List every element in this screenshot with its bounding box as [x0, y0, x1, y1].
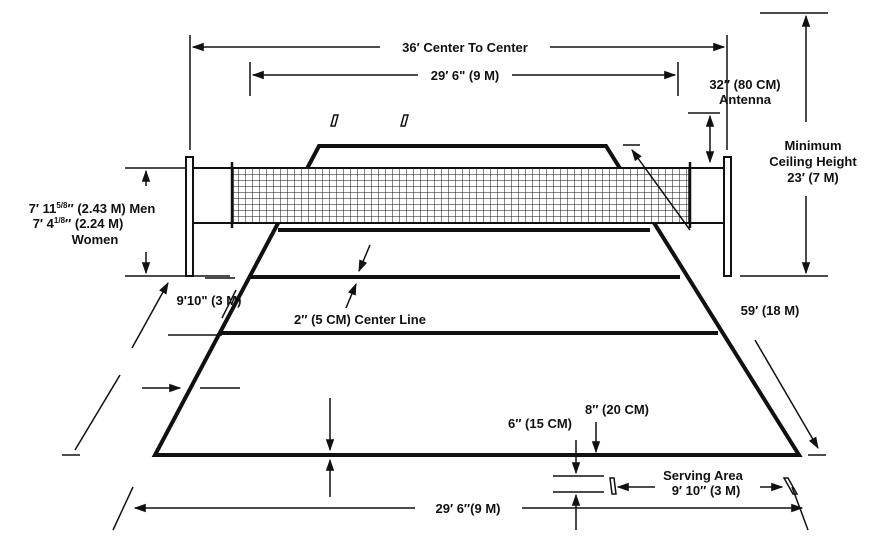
court-length-label: 59′ (18 M)	[741, 303, 800, 318]
antenna-size-label: 32″ (80 CM)	[709, 77, 780, 92]
antenna-label: Antenna	[719, 92, 772, 107]
court-width-bottom-label: 29′ 6″(9 M)	[436, 501, 501, 516]
service-line-width-label: 8″ (20 CM)	[585, 402, 649, 417]
net-mesh	[232, 167, 690, 224]
center-line-dim-upper	[358, 244, 371, 273]
right-post	[723, 156, 732, 277]
ceiling-label-line3: 23′ (7 M)	[787, 170, 839, 185]
net-marker-left	[330, 114, 339, 127]
labels: 36′ Center To Center 29′ 6" (9 M) 32″ (8…	[29, 40, 858, 516]
net-height-women-word: Women	[72, 232, 119, 247]
center-line-dim-lower	[345, 282, 357, 309]
court	[151, 144, 803, 457]
center-line-label: 2″ (5 CM) Center Line	[294, 312, 426, 327]
left-post	[185, 156, 194, 277]
center-to-center-label: 36′ Center To Center	[402, 40, 528, 55]
net-marker-right	[400, 114, 409, 127]
service-marker-left	[609, 477, 617, 495]
serving-area-label: Serving Area	[663, 468, 743, 483]
ceiling-label-line2: Ceiling Height	[769, 154, 857, 169]
attack-zone-dim	[131, 281, 169, 349]
net-height-men-label: 7′ 115/8″ (2.43 M) Men	[29, 201, 156, 216]
attack-zone-label: 9'10" (3 M)	[177, 293, 242, 308]
court-boundary	[151, 144, 803, 457]
net-height-women-label: 7′ 41/8″ (2.24 M)	[33, 216, 124, 231]
dimension-lines	[62, 12, 828, 531]
net	[185, 156, 732, 277]
end-line-width-label: 6″ (15 CM)	[508, 416, 572, 431]
court-length-dim-upper	[631, 149, 691, 231]
court-width-top-label: 29′ 6" (9 M)	[431, 68, 500, 83]
service-marker-right	[782, 477, 799, 495]
ceiling-label-line1: Minimum	[784, 138, 841, 153]
serving-area-size-label: 9′ 10″ (3 M)	[672, 483, 741, 498]
